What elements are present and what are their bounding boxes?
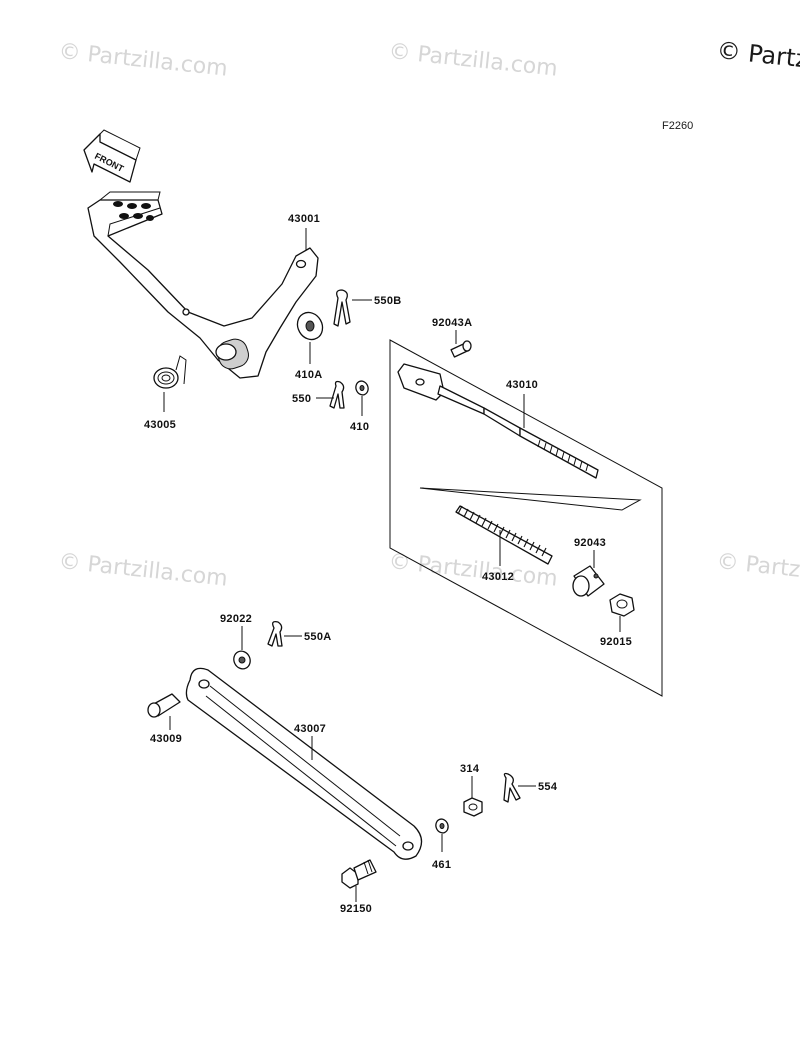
- part-number-550B: 550B: [374, 295, 402, 307]
- adjuster-nut-92015: 92015: [600, 593, 635, 648]
- brake-rod: 43010: [397, 363, 599, 479]
- part-number-92043A: 92043A: [432, 317, 472, 329]
- watermark-mid-left: © Partzilla.com: [57, 549, 228, 592]
- washer-410: 410: [350, 380, 369, 433]
- cotter-pin-550: 550: [292, 380, 345, 409]
- front-arrow-icon: FRONT: [83, 129, 141, 183]
- brake-link-rod: 43007: [185, 667, 423, 860]
- part-number-43007: 43007: [294, 723, 326, 735]
- nut-314: 314: [460, 763, 483, 817]
- cotter-pin-550B: 550B: [333, 289, 402, 327]
- brake-rod-spring: 43012: [455, 505, 553, 583]
- watermark-corner: © Partz: [715, 36, 800, 73]
- part-number-43010: 43010: [506, 379, 538, 391]
- clevis-pin-92043A: 92043A: [432, 317, 472, 358]
- adjuster-collar-92043: 92043: [572, 537, 606, 597]
- part-number-410A: 410A: [295, 369, 323, 381]
- shoulder-bolt-92150: 92150: [340, 859, 377, 915]
- pedal-return-spring: 43005: [144, 355, 187, 431]
- part-number-43001: 43001: [288, 213, 320, 225]
- washer-410A: 410A: [295, 311, 324, 381]
- part-number-410: 410: [350, 421, 369, 433]
- part-number-550: 550: [292, 393, 311, 405]
- part-number-92150: 92150: [340, 903, 372, 915]
- watermark-top-center: © Partzilla.com: [387, 39, 558, 82]
- part-number-43005: 43005: [144, 419, 176, 431]
- watermark-mid-right: © Partzilla.com: [715, 549, 800, 592]
- part-number-461: 461: [432, 859, 451, 871]
- part-number-43012: 43012: [482, 571, 514, 583]
- part-number-92043: 92043: [574, 537, 606, 549]
- part-number-92015: 92015: [600, 636, 632, 648]
- part-number-314: 314: [460, 763, 480, 775]
- washer-92022: 92022: [220, 613, 252, 670]
- washer-461: 461: [432, 818, 451, 871]
- part-number-43009: 43009: [150, 733, 182, 745]
- cotter-pin-550A: 550A: [267, 620, 332, 647]
- part-number-92022: 92022: [220, 613, 252, 625]
- watermark-top-left: © Partzilla.com: [57, 39, 228, 82]
- clevis-pin-43009: 43009: [147, 693, 182, 745]
- brake-pedal: 43001: [87, 191, 320, 379]
- part-number-554: 554: [538, 781, 558, 793]
- part-number-550A: 550A: [304, 631, 332, 643]
- rod-assembly-callout-box: [389, 339, 663, 697]
- figure-code: F2260: [662, 120, 693, 132]
- cotter-pin-554: 554: [503, 772, 558, 803]
- spring-inner-pointer: [419, 487, 642, 511]
